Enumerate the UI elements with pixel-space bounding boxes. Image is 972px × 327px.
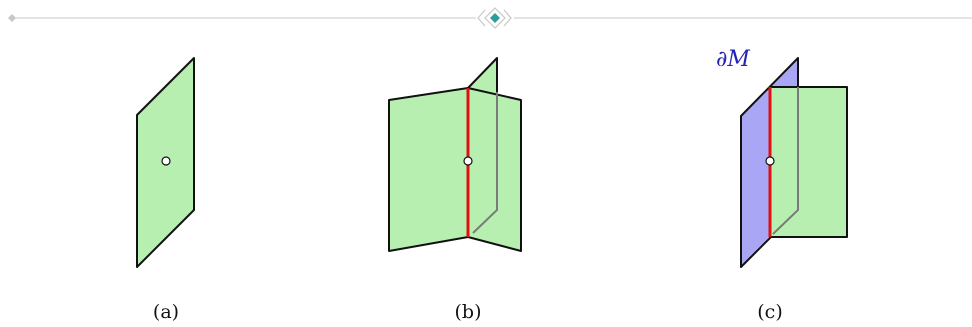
divider-ornament-icon bbox=[477, 7, 512, 29]
top-divider bbox=[8, 7, 972, 29]
sheet-b-right bbox=[467, 87, 522, 252]
hidden-edge-b bbox=[472, 92, 498, 234]
point-b bbox=[463, 156, 473, 166]
caption-a: (a) bbox=[153, 301, 179, 323]
panel-a: (a) bbox=[136, 57, 195, 323]
point-c bbox=[765, 156, 775, 166]
panel-c: ∂M (c) bbox=[716, 47, 848, 323]
divider-end-diamond-icon bbox=[8, 14, 16, 22]
panel-b: (b) bbox=[388, 57, 522, 323]
caption-b: (b) bbox=[455, 301, 482, 323]
caption-c: (c) bbox=[757, 301, 782, 323]
boundary-label-c: ∂M bbox=[716, 47, 750, 72]
point-a bbox=[161, 156, 171, 166]
sheet-b-left bbox=[388, 87, 469, 252]
sheet-c bbox=[769, 86, 848, 238]
hidden-edge-c bbox=[772, 87, 799, 235]
